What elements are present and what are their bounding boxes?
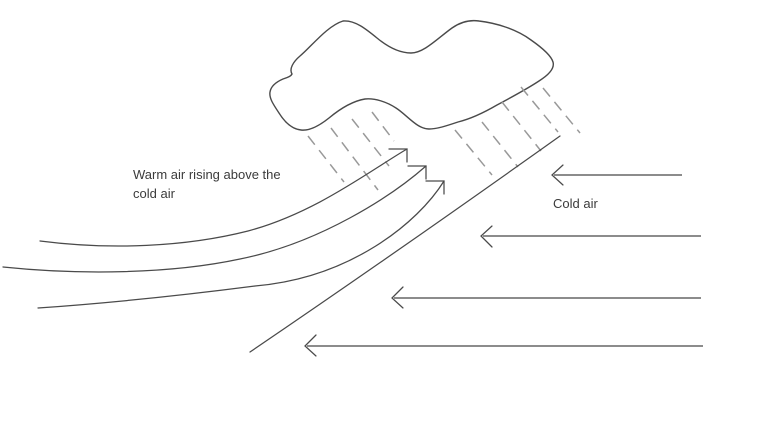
- cold-air-arrowhead: [304, 334, 317, 357]
- warm-air-arrow-2: [2, 165, 427, 273]
- rain-dash-line: [371, 111, 395, 142]
- warm-air-label-line1: Warm air rising above the: [133, 167, 281, 182]
- warm-air-arrow-shaft: [37, 180, 445, 309]
- cold-air-arrow-1: [551, 164, 682, 186]
- warm-air-arrow-3: [37, 180, 445, 309]
- cold-air-arrow-3: [391, 286, 701, 309]
- warm-air-arrowhead: [407, 165, 427, 180]
- rain-dashes-left: [307, 111, 395, 191]
- warm-air-label-line2: cold air: [133, 186, 175, 201]
- rain-dash-line: [501, 101, 542, 152]
- rain-dash-line: [454, 129, 493, 176]
- front-boundary-line: [249, 135, 561, 353]
- warm-air-arrow-shaft: [39, 148, 408, 247]
- cold-air-arrowhead: [551, 164, 564, 186]
- warm-air-arrow-1: [39, 148, 408, 247]
- rain-dash-line: [330, 127, 379, 191]
- warm-air-label: Warm air rising above the cold air: [133, 165, 281, 203]
- rain-dashes-right: [454, 86, 581, 176]
- cold-air-arrowhead: [391, 286, 404, 309]
- rain-dash-line: [542, 87, 581, 134]
- cloud-icon: [269, 19, 554, 131]
- cold-air-label: Cold air: [553, 196, 598, 211]
- warm-air-arrowhead: [425, 180, 445, 195]
- warm-air-arrow-shaft: [2, 165, 427, 273]
- cold-air-arrowhead: [480, 225, 493, 248]
- rain-dash-line: [351, 118, 390, 167]
- cold-air-arrow-4: [304, 334, 703, 357]
- rain-dash-line: [307, 135, 345, 183]
- cold-air-arrow-2: [480, 225, 701, 248]
- warm-air-arrowhead: [388, 148, 408, 163]
- rain-dash-line: [481, 121, 519, 168]
- rain-dash-line: [520, 86, 559, 133]
